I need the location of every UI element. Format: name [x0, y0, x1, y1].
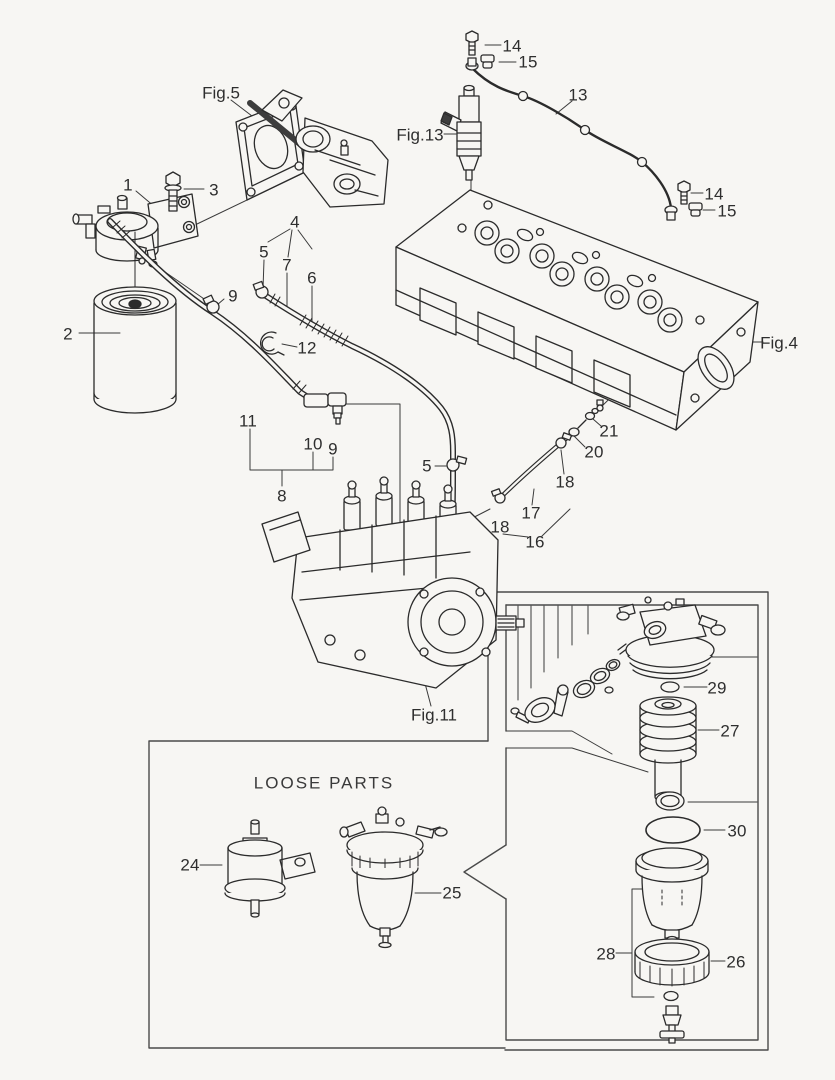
o-ring-small [663, 990, 679, 1002]
part-label-30: 30 [727, 821, 747, 841]
clamp-18b [490, 488, 506, 504]
part-label-4: 4 [290, 212, 300, 232]
spring-clip-12 [259, 331, 285, 356]
part-label-9b: 9 [328, 439, 338, 459]
part-label-6: 6 [307, 268, 317, 288]
loose-parts-title: LOOSE PARTS [253, 773, 395, 793]
filter-head-exploded-drawing [510, 596, 726, 724]
ring-nut-26 [634, 938, 710, 987]
callout-chevron [463, 844, 507, 900]
bolt-14-right [677, 180, 691, 205]
part-label-26: 26 [726, 952, 746, 972]
overflow-pipe-drawing [490, 407, 599, 504]
figure-ref-fig-5: Fig.5 [202, 83, 240, 103]
clamp-5b [446, 455, 468, 472]
part-label-9a: 9 [228, 286, 238, 306]
water-separator-drawing [339, 806, 448, 949]
part-label-11: 11 [238, 411, 258, 431]
nut-15-right [688, 202, 703, 217]
washer-21 [584, 407, 599, 421]
part-label-16: 16 [525, 532, 545, 552]
loose-parts-box [148, 740, 506, 1049]
valve-bumps [474, 220, 683, 333]
figure-ref-fig-4: Fig.4 [760, 333, 798, 353]
cylinder-head-drawing [395, 189, 759, 431]
bolt-3-drawing [164, 171, 182, 212]
clamp-5a [252, 280, 269, 299]
part-label-5a: 5 [259, 242, 269, 262]
sediment-bowl-drawing [634, 847, 710, 1044]
part-label-10: 10 [303, 434, 323, 454]
part-label-17: 17 [521, 503, 541, 523]
part-label-14a: 14 [502, 36, 522, 56]
o-ring-30 [645, 816, 701, 844]
fuel-filter-cartridge-drawing [93, 286, 177, 414]
filter-element-drawing [639, 681, 701, 844]
inline-filter-drawing [224, 819, 316, 918]
part-label-18a: 18 [555, 472, 575, 492]
part-label-2: 2 [63, 324, 73, 344]
part-label-13: 13 [568, 85, 588, 105]
intake-ports [419, 287, 631, 408]
part-label-18b: 18 [490, 517, 510, 537]
part-label-3: 3 [209, 180, 219, 200]
part-label-25: 25 [442, 883, 462, 903]
part-label-20: 20 [584, 442, 604, 462]
part-label-14b: 14 [704, 184, 724, 204]
nut-15-top [480, 54, 495, 69]
part-label-24: 24 [180, 855, 200, 875]
bolt-9b [333, 412, 342, 425]
part-label-8: 8 [277, 486, 287, 506]
banjo-20 [568, 419, 587, 437]
part-label-27: 27 [720, 721, 740, 741]
drain-plug [659, 1005, 685, 1044]
bolt-14-top [465, 30, 479, 56]
elbow-10 [327, 392, 347, 415]
clamp-9a [202, 294, 220, 314]
part-label-1: 1 [123, 175, 133, 195]
figure-ref-fig-11: Fig.11 [411, 705, 457, 725]
part-label-28: 28 [596, 944, 616, 964]
figure-ref-fig-13: Fig.13 [396, 125, 444, 145]
part-label-15b: 15 [717, 201, 737, 221]
part-label-12: 12 [297, 338, 317, 358]
part-label-21: 21 [599, 421, 619, 441]
part-label-7: 7 [282, 255, 292, 275]
injector-drawing [440, 84, 482, 181]
part-label-5b: 5 [422, 456, 432, 476]
leakoff-pipe-drawing [465, 30, 703, 221]
part-label-15a: 15 [518, 52, 538, 72]
part-label-29: 29 [707, 678, 727, 698]
o-ring-29 [660, 681, 680, 693]
injection-pump-drawing [261, 476, 525, 689]
engine-bracket-drawing [235, 89, 389, 208]
return-hose-drawing [107, 218, 347, 425]
clamp-18a [555, 432, 573, 449]
